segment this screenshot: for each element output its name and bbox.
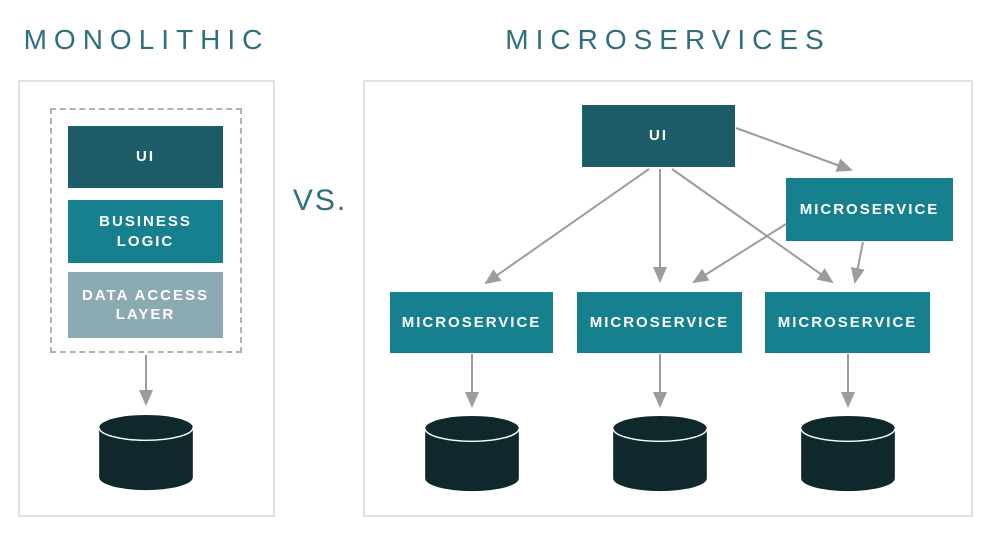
monolithic-title: MONOLITHIC [23,24,270,55]
database-cylinder-icon [424,415,520,492]
microservice-gateway-node: MICROSERVICE [786,178,953,241]
monolith-boundary [50,108,242,353]
database-cylinder-icon [800,415,896,492]
database-cylinder-icon [98,414,194,491]
microservice-node-1: MICROSERVICE [390,292,553,353]
monolith-business-logic-layer: BUSINESS LOGIC [68,200,223,263]
microservice-node-3: MICROSERVICE [765,292,930,353]
monolith-ui-layer: UI [68,126,223,188]
microservice-node-2: MICROSERVICE [577,292,742,353]
monolith-data-access-layer: DATA ACCESS LAYER [68,272,223,338]
microservices-ui-node: UI [582,105,735,167]
database-cylinder-icon [612,415,708,492]
vs-label: VS. [292,184,348,217]
microservices-title: MICROSERVICES [505,24,831,55]
